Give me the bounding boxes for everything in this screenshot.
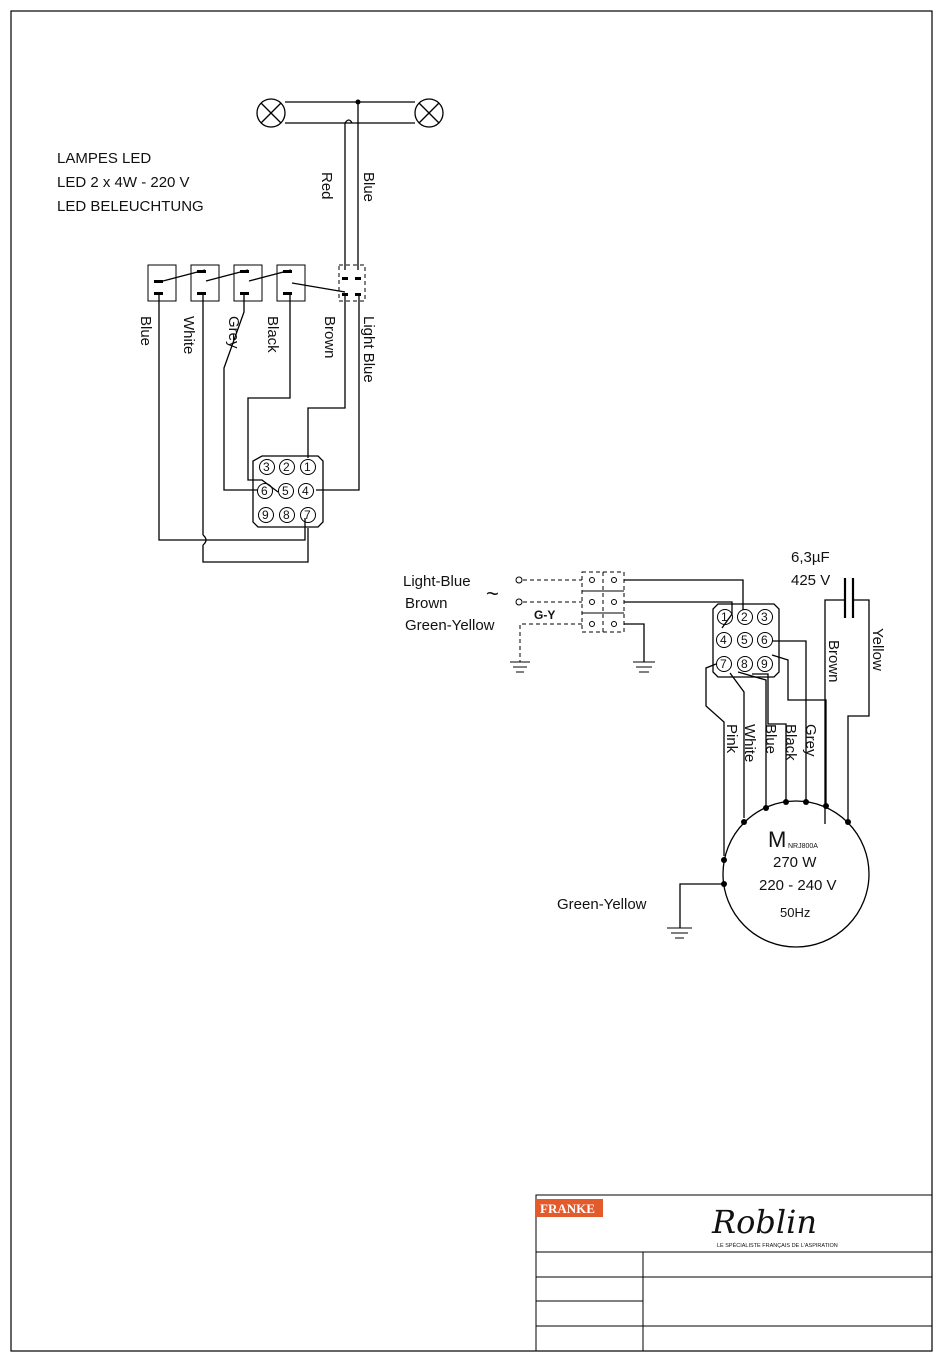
- lamp-bus-wires: [285, 99, 415, 270]
- switch-wire-brown: Brown: [321, 316, 338, 359]
- pin-label: 7: [304, 508, 311, 522]
- lamps-title-line3: LED BELEUCHTUNG: [57, 198, 204, 215]
- lamp-left: [256, 98, 286, 128]
- lamps-title-line2: LED 2 x 4W - 220 V: [57, 174, 190, 191]
- supply-label-light-blue: Light-Blue: [403, 573, 471, 590]
- switch-wire-white: White: [180, 316, 197, 354]
- motor-ground-label: Green-Yellow: [557, 896, 647, 913]
- ground-symbol-supply-right: [624, 623, 655, 673]
- sheet-border: [10, 10, 933, 1352]
- pin-label: 4: [720, 633, 727, 647]
- pin-label: 8: [283, 508, 290, 522]
- connector-block-lamps: [252, 455, 324, 528]
- wire-label-red: Red: [318, 172, 335, 200]
- pin-label: 1: [304, 460, 311, 474]
- connector-block-motor: [712, 603, 780, 678]
- ground-symbol-motor: [667, 883, 724, 939]
- switch-wiring: [158, 295, 360, 563]
- switch-wire-black: Black: [264, 316, 281, 353]
- pin-label: 7: [720, 657, 727, 671]
- motor-frequency: 50Hz: [780, 905, 810, 920]
- supply-label-brown: Brown: [405, 595, 448, 612]
- motor-wire-grey: Grey: [802, 724, 819, 757]
- capacitor-symbol: [824, 578, 870, 824]
- motor-wire-pink: Pink: [723, 724, 740, 754]
- pin-label: 3: [761, 610, 768, 624]
- motor-voltage: 220 - 240 V: [759, 877, 837, 894]
- pin-label: 2: [283, 460, 290, 474]
- motor-wire-brown: Brown: [825, 640, 842, 683]
- motor-circle: [722, 800, 870, 948]
- pin-label: 3: [263, 460, 270, 474]
- roblin-tagline: LE SPÉCIALISTE FRANÇAIS DE L'ASPIRATION: [717, 1242, 838, 1249]
- pin-label: 6: [261, 484, 268, 498]
- title-block: [535, 1194, 933, 1352]
- switch-bank: [147, 264, 366, 302]
- connector-lamps-pin-labels: 3 2 1 6 5 4 9 8 7: [261, 460, 311, 522]
- franke-logo-text: FRANKE: [540, 1201, 595, 1216]
- motor-wire-black: Black: [782, 724, 799, 761]
- supply-to-motor-wiring: [624, 579, 744, 629]
- switch-wire-light-blue: Light Blue: [360, 316, 377, 383]
- pin-label: 5: [741, 633, 748, 647]
- pin-label: 8: [741, 657, 748, 671]
- motor-symbol: M: [768, 827, 786, 852]
- connector-motor-pin-labels: 1 2 3 4 5 6 7 8 9: [720, 610, 768, 671]
- roblin-logo: Roblin LE SPÉCIALISTE FRANÇAIS DE L'ASPI…: [711, 1203, 838, 1249]
- motor-wire-white: White: [741, 724, 758, 762]
- lamp-right: [414, 98, 444, 128]
- pin-label: 2: [741, 610, 748, 624]
- switch-wire-grey: Grey: [225, 316, 242, 349]
- pin-label: 9: [761, 657, 768, 671]
- pin-label: 9: [262, 508, 269, 522]
- supply-terminals: [515, 571, 625, 662]
- motor-wire-yellow: Yellow: [869, 628, 886, 671]
- switch-wire-blue: Blue: [137, 316, 154, 346]
- motor-model: NRJ800A: [788, 843, 818, 850]
- franke-logo: FRANKE: [536, 1199, 603, 1217]
- roblin-logo-text: Roblin: [711, 1203, 817, 1241]
- motor-wiring: [705, 640, 851, 887]
- supply-label-green-yellow: Green-Yellow: [405, 617, 495, 634]
- pin-label: 4: [302, 484, 309, 498]
- pin-label: 6: [761, 633, 768, 647]
- ground-symbol-supply-left: [510, 661, 530, 673]
- wire-label-blue: Blue: [360, 172, 377, 202]
- capacitor-capacitance: 6,3µF: [791, 549, 830, 566]
- motor-power: 270 W: [773, 854, 817, 871]
- ac-symbol: ~: [486, 581, 499, 606]
- pin-label: 1: [721, 610, 728, 624]
- gy-tag: G-Y: [534, 608, 555, 622]
- lamps-title-line1: LAMPES LED: [57, 150, 151, 167]
- capacitor-voltage: 425 V: [791, 572, 830, 589]
- pin-label: 5: [282, 484, 289, 498]
- motor-wire-blue: Blue: [762, 724, 779, 754]
